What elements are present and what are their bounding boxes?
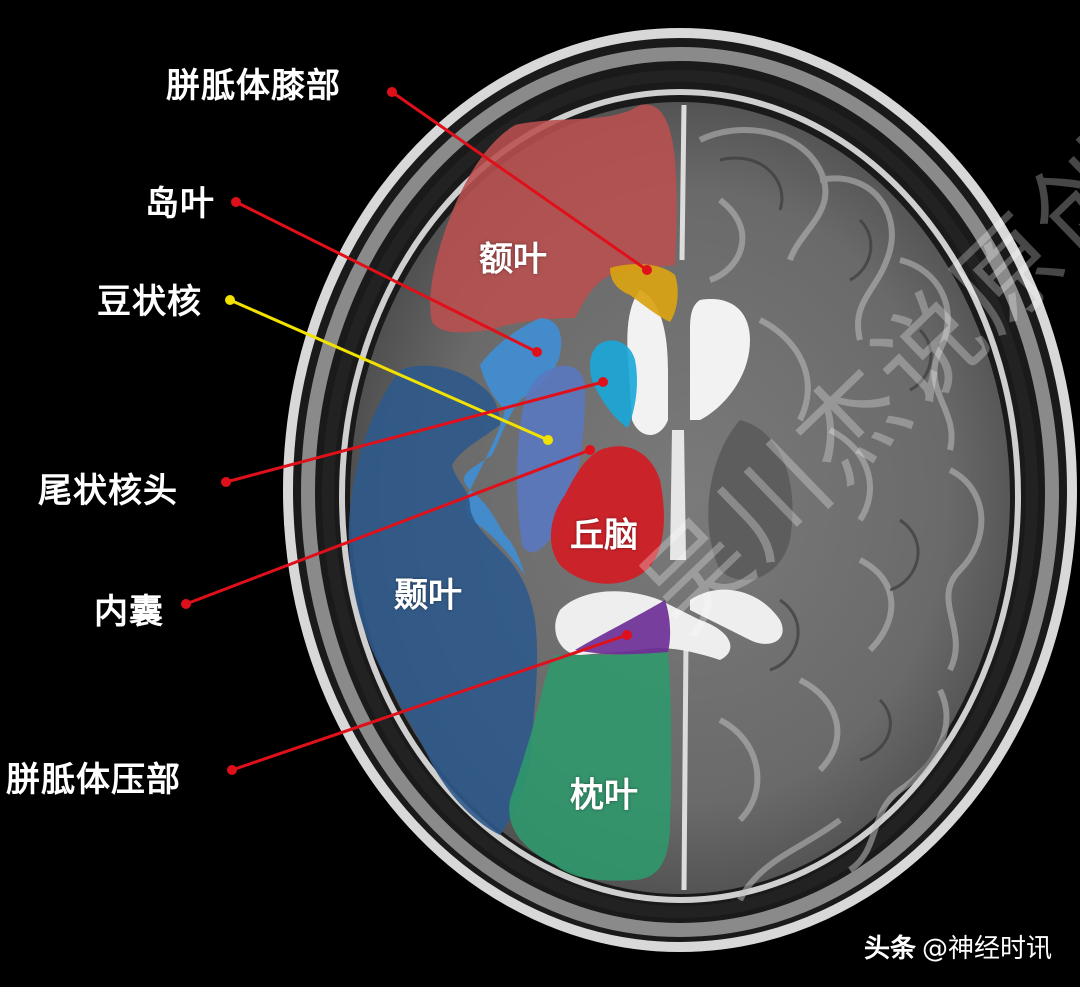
label-lentiform: 豆状核 [97, 282, 202, 322]
lateral-ventricles [627, 290, 750, 435]
credit-brand: 头条 [863, 934, 916, 964]
label-caudate-head: 尾状核头 [38, 471, 178, 511]
third-ventricle [670, 430, 686, 560]
label-temporal: 颞叶 [394, 575, 462, 616]
region-occipital [509, 652, 672, 881]
pointer-lentiform [225, 295, 553, 445]
pointers [181, 87, 652, 775]
region-temporal [348, 365, 538, 835]
pointer-genu [387, 87, 652, 275]
falx [679, 104, 689, 891]
pointer-insula [231, 197, 542, 357]
region-thalamus [550, 446, 664, 584]
label-insula: 岛叶 [145, 184, 215, 224]
label-frontal: 额叶 [479, 239, 547, 280]
pointer-internal-capsule [181, 445, 595, 609]
region-genu [610, 264, 678, 322]
label-occipital: 枕叶 [570, 775, 638, 816]
label-splenium: 胼胝体压部 [6, 760, 181, 800]
region-splenium [575, 600, 671, 655]
region-caudate [590, 340, 638, 428]
label-genu: 胼胝体膝部 [166, 66, 341, 106]
label-thalamus: 丘脑 [570, 515, 638, 556]
credit: 头条@神经时讯 [864, 928, 1052, 965]
regions [348, 104, 678, 881]
pointer-splenium [227, 630, 632, 775]
label-internal-capsule: 内囊 [94, 592, 164, 632]
credit-handle: @神经时讯 [921, 934, 1052, 964]
pointer-caudate-head [221, 377, 608, 487]
